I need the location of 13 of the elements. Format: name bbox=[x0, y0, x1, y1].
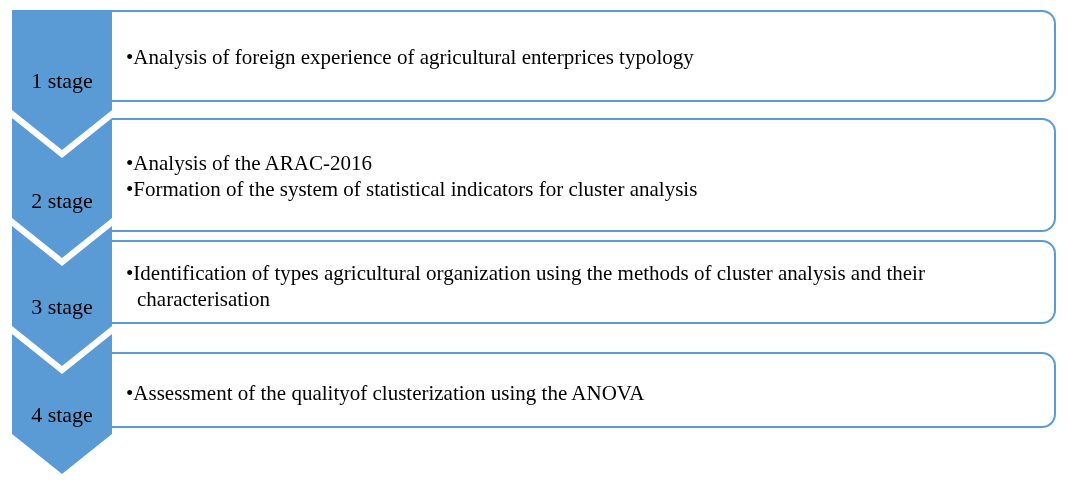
bullet-text: •Identification of types agricultural organization using the methods of cluster analysis and their characterisation bbox=[126, 260, 926, 312]
bullet-text: •Assessment of the qualityof clusterization using the ANOVA bbox=[126, 380, 645, 406]
stage-label: 3 stage bbox=[30, 294, 94, 320]
stage-description-box bbox=[112, 352, 1056, 428]
stage-label: 1 stage bbox=[30, 68, 94, 94]
bullet-text: •Analysis of foreign experience of agricultural enterprices typology bbox=[126, 44, 694, 70]
stage-description-box bbox=[112, 118, 1056, 232]
stage-description-box bbox=[112, 10, 1056, 102]
bullet-text: •Formation of the system of statistical indicators for cluster analysis bbox=[126, 176, 698, 202]
bullet-text: •Analysis of the ARAC-2016 bbox=[126, 150, 373, 176]
stage-label: 2 stage bbox=[30, 188, 94, 214]
stage-label: 4 stage bbox=[30, 402, 94, 428]
stage-description-box bbox=[112, 240, 1056, 324]
